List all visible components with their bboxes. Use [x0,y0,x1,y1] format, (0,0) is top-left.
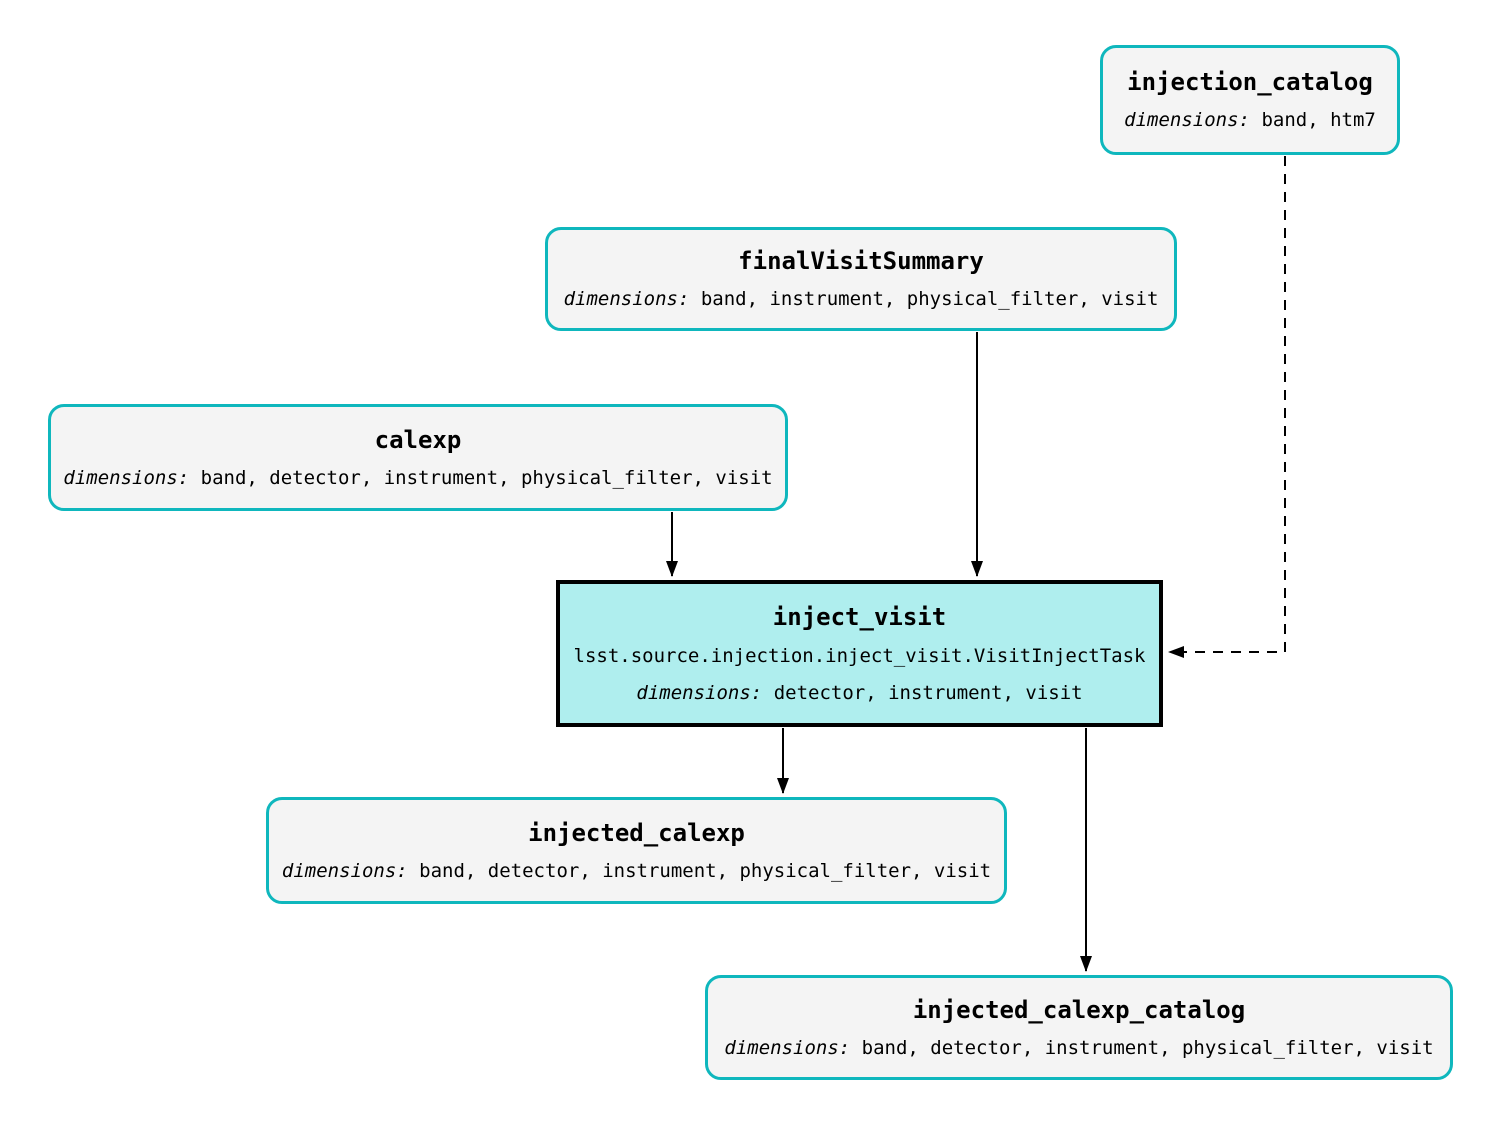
dimensions-label: dimensions: [281,859,408,882]
dimensions-label: dimensions: [1124,109,1250,131]
node-dimensions: dimensions: band, detector, instrument, … [281,859,992,882]
node-dimensions: dimensions: band, instrument, physical_f… [564,290,1159,309]
dimensions-value: band, detector, instrument, physical_fil… [419,859,992,882]
node-dimensions: dimensions: band, detector, instrument, … [63,466,773,489]
node-dimensions: dimensions: band, detector, instrument, … [724,1036,1434,1059]
dimensions-value: band, instrument, physical_filter, visit [700,288,1159,310]
node-dimensions: dimensions: band, htm7 [1124,111,1376,130]
task-node-inject-visit: inject_visit lsst.source.injection.injec… [556,580,1163,727]
dataset-node-injection-catalog: injection_catalog dimensions: band, htm7 [1100,45,1400,155]
dataset-node-injected-calexp: injected_calexp dimensions: band, detect… [266,797,1007,904]
dimensions-value: band, detector, instrument, physical_fil… [861,1036,1434,1059]
node-dimensions: dimensions: detector, instrument, visit [636,681,1083,704]
dimensions-label: dimensions: [724,1036,851,1059]
dimensions-label: dimensions: [63,466,190,489]
dimensions-value: band, detector, instrument, physical_fil… [200,466,773,489]
edge-injection-catalog-to-inject-visit [1168,156,1286,658]
dimensions-value: detector, instrument, visit [773,681,1083,704]
node-title: injected_calexp_catalog [912,995,1246,1024]
node-title: injection_catalog [1127,68,1373,96]
dimensions-label: dimensions: [636,681,763,704]
dataset-node-calexp: calexp dimensions: band, detector, instr… [48,404,788,511]
task-class-path: lsst.source.injection.inject_visit.Visit… [573,644,1146,667]
dimensions-value: band, htm7 [1261,109,1376,131]
node-title: injected_calexp [528,818,745,847]
dataset-node-finalvisitsummary: finalVisitSummary dimensions: band, inst… [545,227,1177,331]
node-title: finalVisitSummary [738,247,984,275]
dataset-node-injected-calexp-catalog: injected_calexp_catalog dimensions: band… [705,975,1453,1080]
node-title: calexp [374,425,462,454]
node-title: inject_visit [772,602,947,631]
dimensions-label: dimensions: [563,288,690,310]
